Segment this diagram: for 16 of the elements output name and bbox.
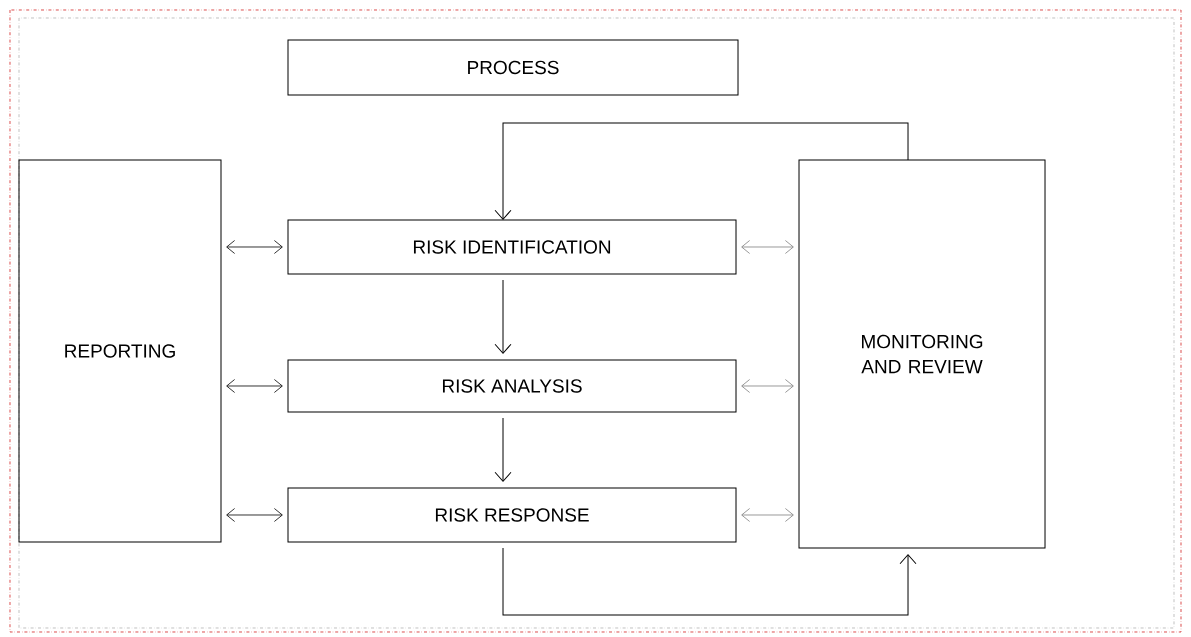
double-arrow bbox=[741, 379, 794, 393]
double-arrow bbox=[741, 240, 794, 254]
process-box: RISK ANALYSIS bbox=[287, 359, 737, 413]
double-arrow bbox=[226, 240, 283, 254]
double-arrow bbox=[741, 508, 794, 522]
title-box: PROCESS bbox=[287, 39, 739, 96]
process-box: RISK IDENTIFICATION bbox=[287, 219, 737, 275]
double-arrow bbox=[226, 379, 283, 393]
return-arrow bbox=[502, 547, 917, 616]
double-arrow bbox=[226, 508, 283, 522]
process-box: RISK RESPONSE bbox=[287, 487, 737, 543]
flow-arrow bbox=[494, 417, 512, 482]
feedback-arrow bbox=[494, 122, 909, 220]
flow-arrow bbox=[494, 279, 512, 354]
side-box: MONITORING AND REVIEW bbox=[798, 159, 1046, 549]
side-box: REPORTING bbox=[18, 159, 222, 543]
